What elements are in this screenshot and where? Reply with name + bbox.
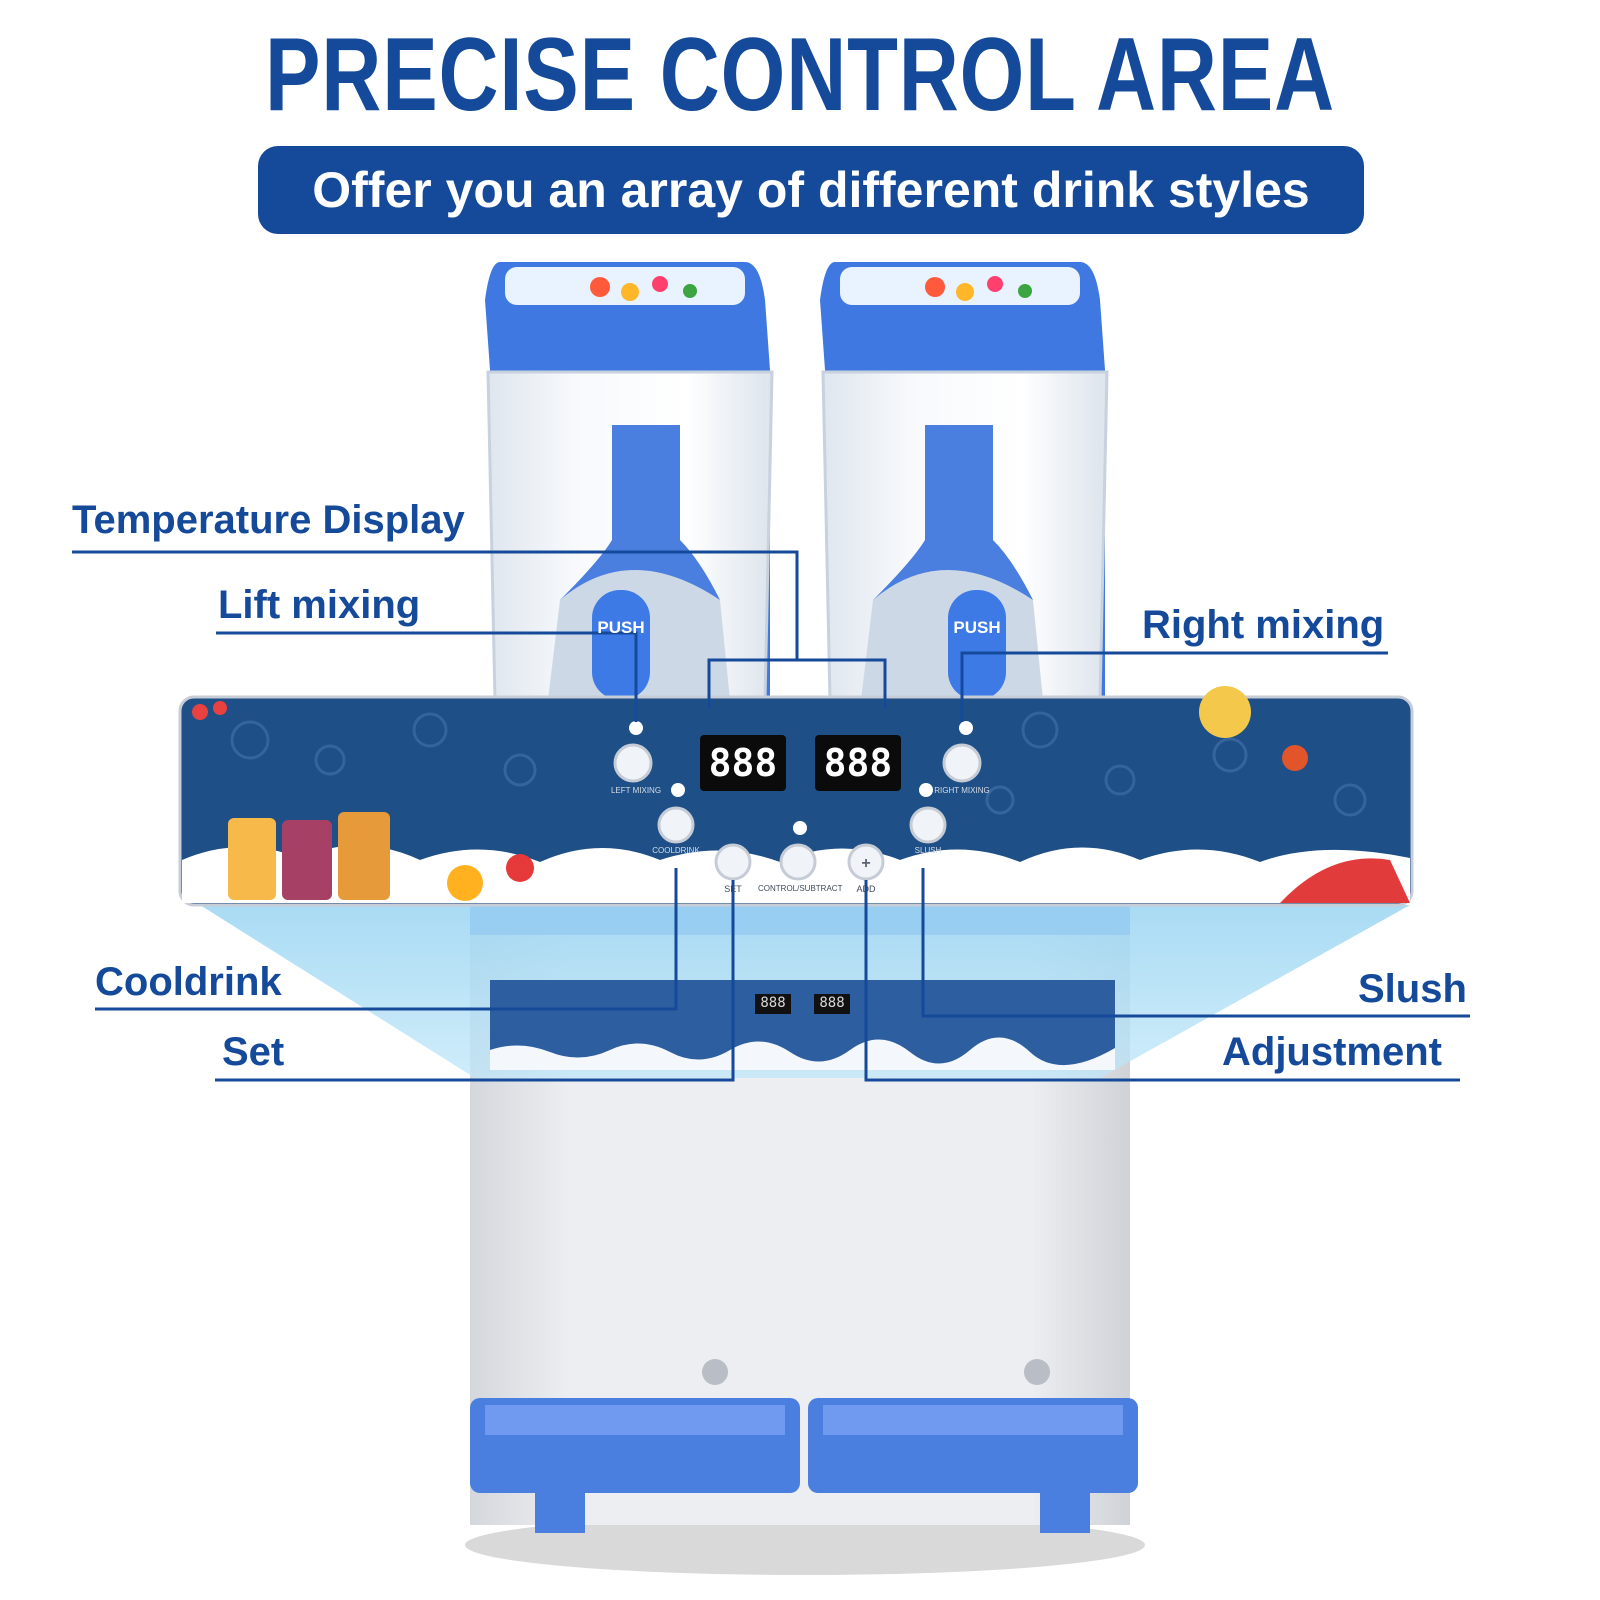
enlarged-control-panel: + xyxy=(178,686,1414,907)
right-foot xyxy=(1040,1493,1090,1533)
right-jar xyxy=(820,262,1109,702)
subtitle-banner: Offer you an array of different drink st… xyxy=(258,146,1364,234)
svg-text:+: + xyxy=(861,855,870,872)
callout-adjustment: Adjustment xyxy=(1222,1030,1442,1074)
right-tap-label: PUSH xyxy=(953,618,1001,637)
callout-slush: Slush xyxy=(1358,967,1467,1011)
callout-lift-mixing: Lift mixing xyxy=(218,583,421,627)
callout-temperature-display: Temperature Display xyxy=(72,498,465,542)
callout-cooldrink: Cooldrink xyxy=(95,960,282,1004)
floor-shadow xyxy=(465,1515,1145,1575)
right-temperature-display: 888 xyxy=(823,741,893,785)
left-foot xyxy=(535,1493,585,1533)
panel-label-add: ADD xyxy=(856,884,876,894)
callout-right-mixing: Right mixing xyxy=(1142,603,1385,647)
panel-label-right-mixing: RIGHT MIXING xyxy=(934,786,990,795)
small-right-display: 888 xyxy=(819,995,845,1011)
leader-lines xyxy=(72,550,1470,1082)
right-tap-handle xyxy=(948,590,1006,700)
panel-label-subtract: CONTROL/SUBTRACT xyxy=(758,884,843,893)
panel-label-slush: SLUSH xyxy=(914,846,942,855)
panel-label-cooldrink: COOLDRINK xyxy=(652,846,700,855)
small-left-display: 888 xyxy=(760,995,786,1011)
page-headline: PRECISE CONTROL AREA xyxy=(265,17,1335,133)
left-tap-label: PUSH xyxy=(597,618,645,637)
callout-set: Set xyxy=(222,1030,285,1074)
panel-label-left-mixing: LEFT MIXING xyxy=(610,786,662,795)
left-tap-handle xyxy=(592,590,650,700)
panel-label-set: SET xyxy=(724,884,742,894)
left-temperature-display: 888 xyxy=(708,741,778,785)
subtitle-text: Offer you an array of different drink st… xyxy=(312,162,1310,218)
